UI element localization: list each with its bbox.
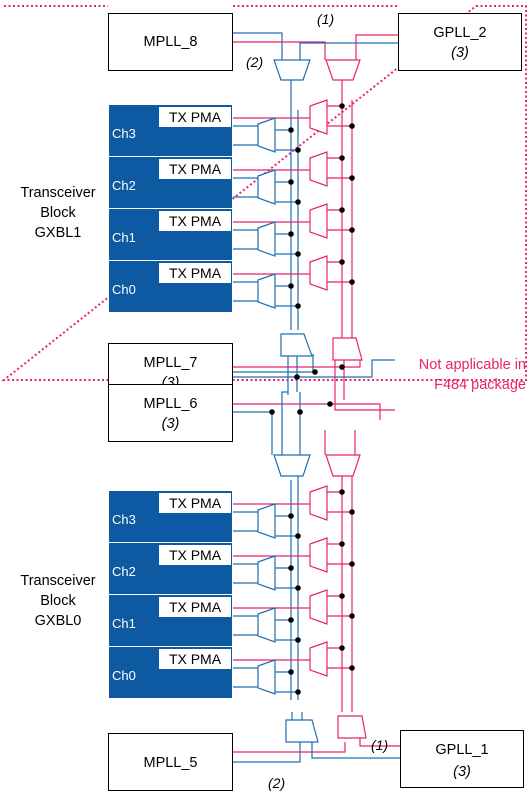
block-label: Transceiver Block GXBL1 — [8, 183, 108, 243]
region-note-line1: Not applicable in — [418, 357, 526, 373]
gpll2-note: (3) — [451, 45, 469, 61]
mux-red-mid-down — [325, 454, 361, 477]
footnote-1-bottom: (1) — [371, 737, 389, 753]
mux-blue-mid-up — [280, 333, 313, 357]
channel-label: Ch0 — [112, 668, 136, 683]
channel-ch3: TX PMA Ch3 — [109, 105, 232, 157]
gpll1-note: (3) — [453, 764, 471, 780]
block-label-line: Block — [40, 205, 76, 221]
tx-pma: TX PMA — [158, 648, 232, 670]
footnote-2-top: (2) — [246, 54, 264, 70]
footnote-1-top: (1) — [317, 11, 335, 27]
tx-pma: TX PMA — [158, 210, 232, 232]
channel-ch0: TX PMA Ch0 — [109, 261, 232, 313]
mpll8-box: MPLL_8 — [108, 13, 233, 71]
channel-label: Ch1 — [112, 616, 136, 631]
block-label-line: GXBL1 — [34, 225, 82, 241]
mpll5-label: MPLL_5 — [143, 755, 198, 771]
mpll5-box: MPLL_5 — [108, 733, 233, 791]
mux-red-mid-up — [332, 337, 363, 361]
region-note: Not applicable in F484 package — [380, 355, 526, 395]
channel-label: Ch3 — [112, 512, 136, 527]
channel-label: Ch3 — [112, 126, 136, 141]
mux-red-bottom — [337, 715, 367, 739]
gpll2-label: GPLL_2 — [433, 25, 487, 41]
region-note-line2: F484 package — [434, 377, 526, 393]
channel-label: Ch2 — [112, 564, 136, 579]
mux-red-top — [325, 59, 361, 81]
tx-pma: TX PMA — [158, 544, 232, 566]
tx-pma: TX PMA — [158, 158, 232, 180]
block-label-line: Transceiver — [20, 573, 96, 589]
channel-label: Ch2 — [112, 178, 136, 193]
mpll7-label: MPLL_7 — [143, 355, 198, 371]
channel-ch0: TX PMA Ch0 — [109, 647, 232, 699]
tx-pma: TX PMA — [158, 596, 232, 618]
footnote-2-bottom: (2) — [268, 775, 286, 791]
channel-ch1: TX PMA Ch1 — [109, 595, 232, 647]
channel-label: Ch1 — [112, 230, 136, 245]
channel-ch3: TX PMA Ch3 — [109, 491, 232, 543]
block-label-line: Block — [40, 593, 76, 609]
multiplexers — [257, 59, 367, 743]
gpll2-box: GPLL_2 (3) — [398, 13, 522, 71]
channel-ch2: TX PMA Ch2 — [109, 543, 232, 595]
mpll6-note: (3) — [161, 416, 180, 432]
gpll1-label: GPLL_1 — [435, 742, 489, 758]
f484-region-border — [1, 5, 527, 381]
tx-pma: TX PMA — [158, 262, 232, 284]
top-wiring — [233, 32, 398, 455]
channel-ch2: TX PMA Ch2 — [109, 157, 232, 209]
mux-blue-bottom — [285, 719, 319, 743]
channel-label: Ch0 — [112, 282, 136, 297]
tx-pma: TX PMA — [158, 492, 232, 514]
mux-blue-mid-down — [273, 454, 311, 477]
block-label-line: GXBL0 — [34, 613, 82, 629]
mpll6-label: MPLL_6 — [143, 396, 198, 412]
top-channel-wiring — [233, 105, 352, 307]
mpll6-box: MPLL_6 (3) — [108, 384, 233, 442]
block-label-line: Transceiver — [20, 185, 96, 201]
tx-pma: TX PMA — [158, 106, 232, 128]
block-label: Transceiver Block GXBL0 — [8, 571, 108, 631]
mux-blue-top — [273, 59, 311, 81]
channel-ch1: TX PMA Ch1 — [109, 209, 232, 261]
gpll1-box: GPLL_1 (3) — [400, 730, 524, 788]
mpll8-label: MPLL_8 — [143, 34, 198, 50]
junction-dots — [269, 103, 355, 695]
